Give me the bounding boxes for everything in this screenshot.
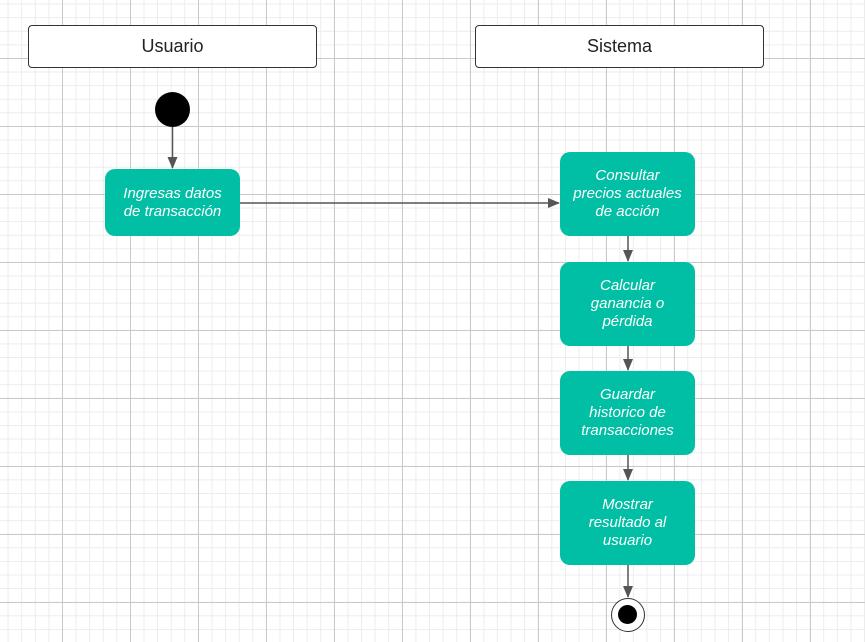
activity-mostrar-resultado: Mostrar resultado al usuario [560,481,695,565]
activity-consultar-precios: Consultar precios actuales de acción [560,152,695,236]
activity-label: Mostrar resultado al usuario [588,496,667,549]
lane-header-sistema: Sistema [475,25,764,68]
initial-node [155,92,190,127]
final-node-core [618,605,637,624]
final-node [611,598,645,632]
lane-header-usuario: Usuario [28,25,317,68]
activity-label: Guardar historico de transacciones [581,386,674,439]
activity-ingresar-datos: Ingresas datos de transacción [105,169,240,236]
activity-guardar-historico: Guardar historico de transacciones [560,371,695,455]
activity-calcular-ganancia: Calcular ganancia o pérdida [560,262,695,346]
activity-label: Calcular ganancia o pérdida [590,277,665,330]
activity-label: Ingresas datos de transacción [123,184,222,220]
activity-label: Consultar precios actuales de acción [573,167,682,220]
